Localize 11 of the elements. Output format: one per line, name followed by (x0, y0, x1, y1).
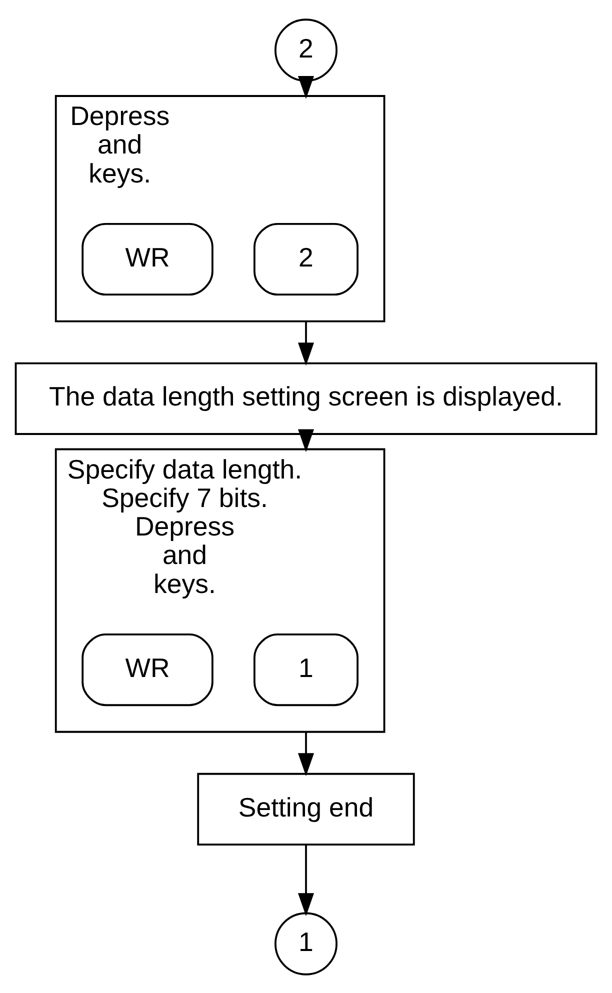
arrow (298, 75, 314, 98)
arrow (298, 731, 314, 776)
node-box: Setting end (197, 772, 415, 845)
node-box: WR (82, 633, 214, 706)
node-circle: 1 (274, 912, 338, 975)
arrow (298, 844, 314, 916)
arrow (298, 428, 314, 452)
arrow (298, 320, 314, 366)
node-box: 1 (253, 633, 358, 706)
node-box: 2 (253, 222, 358, 296)
node-box: WR (82, 222, 214, 296)
